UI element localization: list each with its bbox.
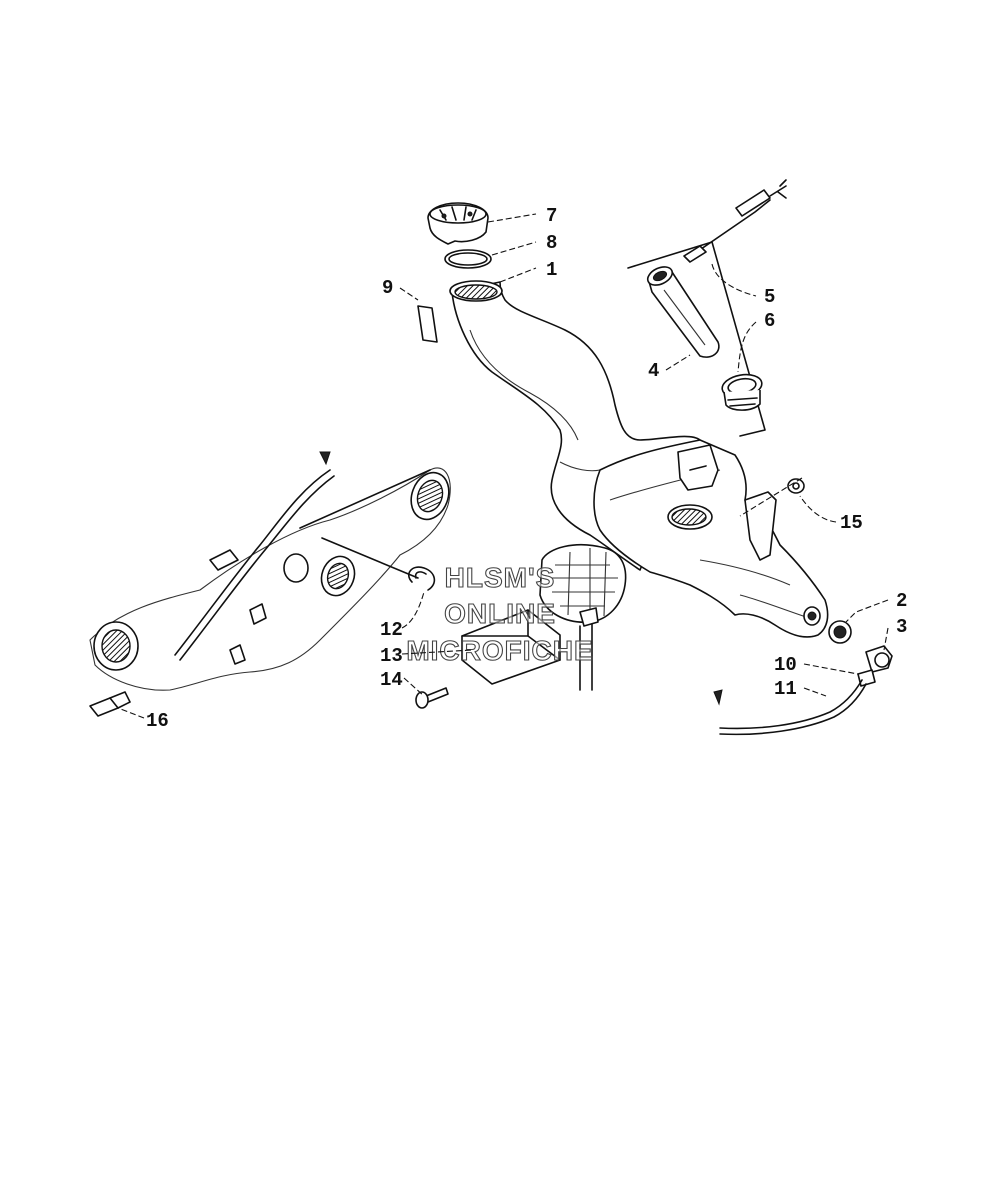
fuel-pump	[539, 544, 627, 691]
callout-7: 7	[546, 205, 557, 227]
callout-5: 5	[764, 286, 775, 308]
fuel-sender-assembly	[627, 179, 787, 437]
callout-4: 4	[648, 360, 659, 382]
bolt	[415, 687, 449, 709]
callout-8: 8	[546, 232, 557, 254]
callout-2: 2	[896, 590, 907, 612]
watermark-line-3: MICROFICHE	[406, 635, 593, 666]
watermark: HLSM'S ONLINE MICROFICHE	[406, 561, 593, 666]
grommet	[828, 620, 852, 644]
callout-15: 15	[840, 512, 863, 534]
washer	[787, 478, 805, 494]
fuel-cap	[427, 202, 489, 245]
cap-gasket	[444, 249, 492, 269]
callout-labels: 7 8 1 9 5 6 4 15 2 3 10 11 12 13 14 16	[146, 205, 907, 732]
callout-13: 13	[380, 645, 403, 667]
fuel-tank	[449, 280, 829, 638]
callout-9: 9	[382, 277, 393, 299]
pump-bracket	[461, 609, 561, 685]
hose-clip	[408, 566, 436, 591]
leader-lines	[117, 213, 889, 719]
callout-14: 14	[380, 669, 403, 691]
fuel-decal	[417, 305, 438, 343]
callout-12: 12	[380, 619, 403, 641]
watermark-line-2: ONLINE	[444, 598, 556, 629]
chassis-assembly	[89, 451, 451, 717]
callout-1: 1	[546, 259, 557, 281]
callout-6: 6	[764, 310, 775, 332]
watermark-line-1: HLSM'S	[445, 562, 556, 593]
callout-3: 3	[896, 616, 907, 638]
fuel-line	[713, 679, 867, 736]
leader-15-dashed	[739, 477, 803, 517]
callout-11: 11	[774, 678, 797, 700]
callout-10: 10	[774, 654, 797, 676]
callout-16: 16	[146, 710, 169, 732]
elbow-fitting	[865, 645, 893, 673]
